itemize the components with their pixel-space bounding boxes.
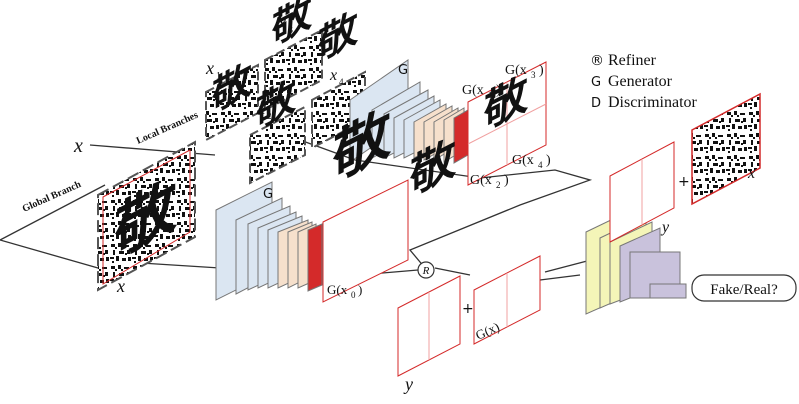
gx2-label: G(x	[470, 173, 492, 188]
input-x-label: x	[73, 135, 83, 157]
legend: ® Refiner G Generator D Discriminator	[590, 52, 698, 111]
legend-refiner-label: Refiner	[608, 52, 657, 69]
local-branches-label: Local Branches	[135, 110, 200, 147]
gx4-label: G(x	[512, 153, 534, 168]
generator-bottom-label: G	[263, 187, 273, 202]
generator-top-label: G	[398, 63, 408, 78]
x3-label: x	[277, 12, 286, 32]
gx1-label: G(x	[462, 83, 484, 98]
x3-sub: 3	[288, 25, 293, 36]
gx2-sub: 2	[496, 180, 501, 190]
patch4-char: 敬	[317, 3, 358, 72]
fake-real-label: Fake/Real?	[710, 282, 778, 298]
gx1-sub: 1	[488, 90, 493, 100]
svg-text:): )	[546, 153, 551, 168]
legend-refiner-symbol: ®	[590, 53, 604, 69]
refiner-symbol: R	[422, 265, 430, 277]
legend-generator-label: Generator	[608, 73, 673, 90]
gx0-sub: 0	[351, 290, 356, 300]
global-input-image: 敬	[97, 140, 196, 292]
x-right-label: x	[747, 165, 755, 182]
svg-text:): )	[358, 282, 362, 297]
x1-sub: 1	[216, 71, 221, 82]
local-patches: 敬 敬 敬 敬	[205, 0, 366, 185]
x4-sub: 4	[339, 77, 344, 87]
gx4-sub: 4	[538, 160, 543, 170]
plus-right: +	[678, 174, 690, 190]
y-right-label: y	[660, 219, 670, 236]
gx3-label: G(x	[505, 63, 527, 78]
generator-bottom	[215, 181, 323, 301]
pair-right: 敬 + 敬	[609, 92, 761, 243]
legend-generator-symbol: G	[591, 75, 601, 90]
refiner-node: R	[417, 261, 435, 279]
x2-label: x	[257, 101, 265, 118]
legend-discriminator-symbol: D	[591, 96, 601, 111]
global-branch-label: Global Branch	[21, 179, 83, 215]
svg-text:): )	[539, 63, 544, 78]
input-x-bottom-label: x	[116, 276, 125, 296]
x1-label: x	[205, 58, 214, 78]
gx3-sub: 3	[531, 70, 536, 80]
x2-sub: 2	[267, 111, 272, 121]
output-top-char: 敬	[479, 0, 536, 5]
svg-text:): )	[496, 83, 501, 98]
gx0-label: G(x	[327, 282, 348, 297]
y-left-label: y	[403, 374, 413, 394]
plus-left: +	[462, 301, 474, 317]
legend-discriminator-label: Discriminator	[608, 94, 698, 111]
x4-label: x	[329, 67, 337, 84]
svg-text:): )	[504, 173, 509, 188]
generator-top	[349, 59, 469, 164]
fake-real-output: Fake/Real?	[691, 274, 797, 302]
